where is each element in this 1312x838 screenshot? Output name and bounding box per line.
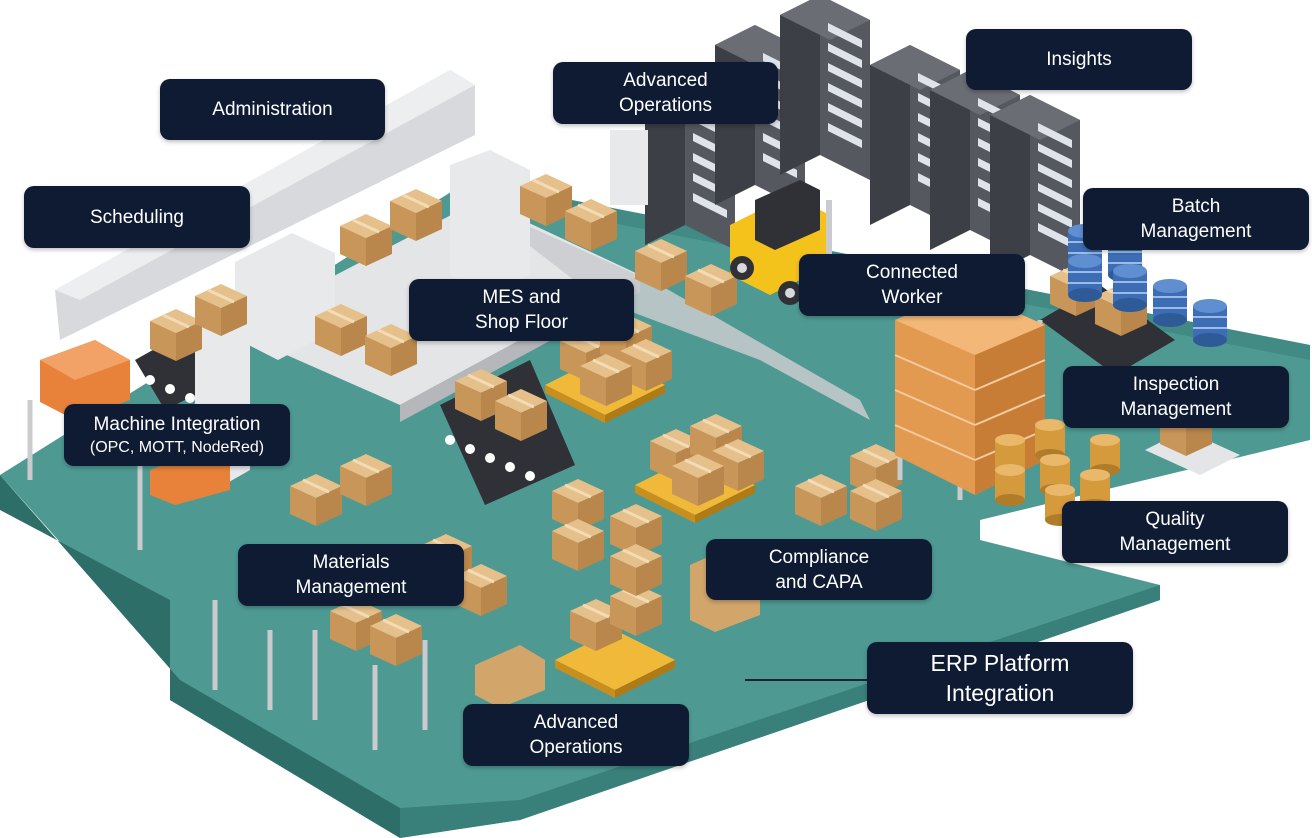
insights-text: Insights [1046, 49, 1112, 70]
inspection-management-label[interactable]: Inspection Management [1063, 366, 1289, 428]
inspection-management-line2: Management [1120, 399, 1232, 420]
inspection-management-line1: Inspection [1132, 374, 1220, 395]
mes-shop-floor-label[interactable]: MES and Shop Floor [409, 279, 634, 341]
compliance-capa-line1: Compliance [768, 546, 870, 568]
advanced-operations-top-label[interactable]: Advanced Operations [553, 62, 778, 124]
quality-management-line2: Management [1119, 534, 1231, 555]
connected-worker-label[interactable]: Connected Worker [799, 254, 1025, 316]
server-racks [610, 0, 1080, 280]
mes-shop-floor-line1: MES and [482, 287, 561, 308]
materials-management-line2: Management [295, 577, 407, 598]
machine-integration-line2: (OPC, MOTT, NodeRed) [89, 438, 265, 456]
machine-integration-line1: Machine Integration [93, 413, 261, 435]
batch-management-line2: Management [1140, 221, 1252, 242]
advanced-operations-top-line2: Operations [619, 95, 712, 116]
quality-management-line1: Quality [1145, 509, 1205, 530]
erp-platform-integration-label[interactable]: ERP Platform Integration [867, 642, 1133, 714]
connected-worker-line2: Worker [881, 287, 943, 308]
scheduling-label[interactable]: Scheduling [24, 186, 250, 248]
insights-label[interactable]: Insights [966, 29, 1192, 90]
advanced-operations-bottom-line1: Advanced [533, 712, 619, 733]
administration-label[interactable]: Administration [160, 79, 385, 140]
materials-management-line1: Materials [312, 552, 390, 573]
advanced-operations-top-line1: Advanced [623, 70, 708, 91]
quality-management-label[interactable]: Quality Management [1062, 501, 1288, 563]
machine-integration-label[interactable]: Machine Integration (OPC, MOTT, NodeRed) [64, 404, 290, 466]
advanced-operations-bottom-line2: Operations [529, 737, 623, 758]
mes-shop-floor-line2: Shop Floor [475, 312, 568, 333]
erp-platform-integration-line2: Integration [945, 680, 1055, 706]
compliance-capa-label[interactable]: Compliance and CAPA [706, 539, 932, 600]
erp-platform-integration-line1: ERP Platform [930, 650, 1070, 676]
connected-worker-line1: Connected [866, 262, 958, 283]
batch-management-label[interactable]: Batch Management [1083, 188, 1309, 250]
advanced-operations-bottom-label[interactable]: Advanced Operations [463, 704, 689, 766]
administration-text: Administration [212, 99, 333, 120]
batch-management-line1: Batch [1171, 196, 1221, 217]
compliance-capa-line2: and CAPA [775, 571, 863, 593]
materials-management-label[interactable]: Materials Management [238, 544, 464, 606]
scheduling-text: Scheduling [89, 206, 185, 228]
